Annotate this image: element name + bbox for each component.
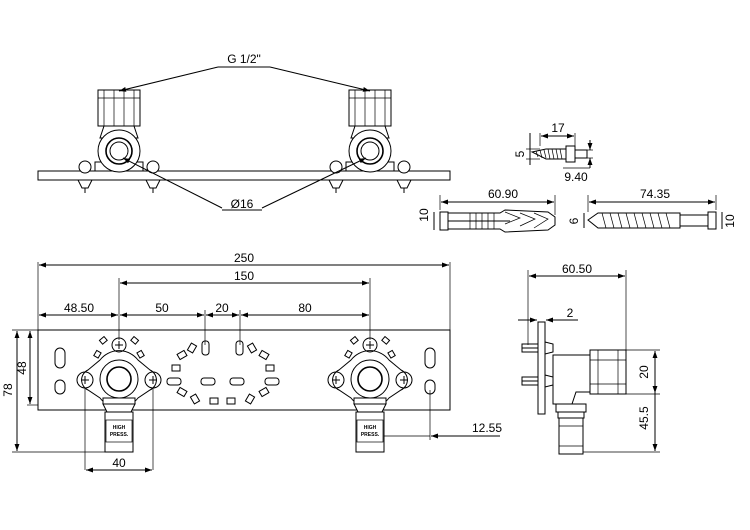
height-48-label: 48 (15, 361, 29, 375)
side-view: 60.50 2 20 45.5 (518, 262, 660, 455)
small-screw-detail: 17 5 9.40 (513, 121, 593, 184)
svg-text:HIGH: HIGH (113, 425, 126, 431)
right-brand-label (356, 419, 384, 443)
svg-text:PRESS.: PRESS. (361, 432, 380, 438)
long-screw-length-label: 74.35 (640, 187, 670, 201)
front-plate (37, 329, 451, 411)
screw-shank-label: 9.40 (564, 170, 588, 184)
height-78-label: 78 (1, 383, 15, 397)
dowel-length-label: 60.90 (488, 187, 518, 201)
thread-label: G 1/2" (227, 52, 261, 66)
left-fitting-front: HIGH PRESS. (76, 335, 162, 453)
offset-1255-label: 12.55 (472, 421, 502, 435)
dim-50-label: 50 (155, 301, 169, 315)
overall-width-label: 250 (234, 251, 254, 265)
top-elevation-view: G 1/2" Ø16 (37, 52, 451, 211)
center-distance-label: 150 (234, 269, 254, 283)
svg-text:HIGH: HIGH (364, 425, 377, 431)
long-screw-tip-label: 6 (567, 217, 581, 224)
side-455-label: 45.5 (637, 406, 651, 430)
long-screw-detail: 74.35 6 10 (567, 187, 737, 230)
wall-dowel-detail: 60.90 10 (417, 187, 556, 233)
diameter-label: Ø16 (231, 197, 254, 211)
bottom-40-label: 40 (112, 456, 126, 470)
dim-20-label: 20 (215, 301, 229, 315)
svg-text:PRESS.: PRESS. (110, 432, 129, 438)
front-view: HIGH PRESS. HIGH PRESS. (1, 251, 502, 473)
screw-length-label: 17 (551, 121, 565, 135)
base-plate (37, 170, 451, 181)
side-plate (537, 321, 546, 415)
dowel-diameter-label: 10 (417, 208, 431, 222)
plate-thickness-label: 2 (567, 306, 574, 320)
left-offset-label: 48.50 (64, 301, 94, 315)
side-20-label: 20 (637, 365, 651, 379)
right-fitting-elevation (328, 89, 412, 193)
left-brand-label (105, 419, 133, 443)
side-depth-label: 60.50 (562, 262, 592, 276)
long-screw-head-label: 10 (723, 214, 737, 228)
dim-80-label: 80 (298, 301, 312, 315)
screw-head-label: 5 (513, 150, 527, 157)
right-fitting-front: HIGH PRESS. (327, 335, 413, 453)
left-fitting-elevation (77, 89, 161, 193)
